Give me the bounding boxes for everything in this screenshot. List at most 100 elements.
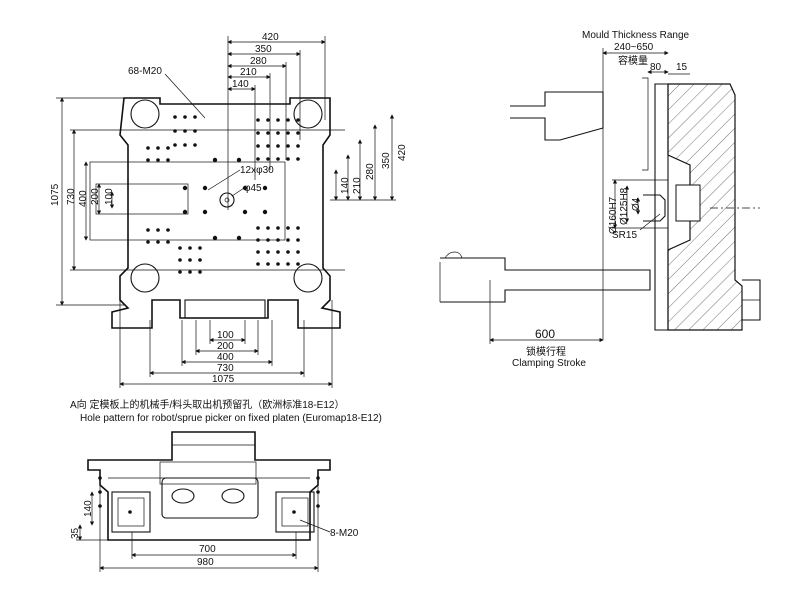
bolt-hole	[182, 185, 188, 191]
bolt-hole	[198, 270, 202, 274]
bolt-hole	[266, 238, 270, 242]
dim-view-a-700: 700	[199, 544, 216, 555]
dim-80: 80	[650, 62, 662, 73]
bolt-hole	[173, 115, 177, 119]
bolt-hole	[173, 129, 177, 133]
moving-platen-rod-top	[510, 91, 604, 141]
dim-view-a-980: 980	[197, 557, 214, 568]
bolt-hole	[256, 144, 260, 148]
dim-left-730: 730	[66, 188, 77, 205]
bolt-hole	[156, 240, 160, 244]
platen-outline	[111, 97, 341, 329]
view-a-pad-left	[111, 491, 151, 533]
view-a-oval-left	[171, 488, 195, 504]
bolt-hole-groups	[146, 115, 300, 274]
bolt-hole	[173, 143, 177, 147]
bottom-slot	[184, 299, 266, 319]
bolt-hole	[266, 157, 270, 161]
bolt-hole	[128, 510, 132, 514]
dim-right-280: 280	[365, 163, 376, 180]
bolt-hole	[296, 238, 300, 242]
side-view-section: Mould Thickness Range 240~650 容模量 80 15 …	[439, 30, 761, 369]
bolt-hole	[156, 158, 160, 162]
bolt-hole	[286, 238, 290, 242]
bolt-hole	[156, 228, 160, 232]
tie-bar-bore-tr	[293, 99, 323, 129]
bolt-hole	[276, 238, 280, 242]
dim-top-280: 280	[250, 56, 267, 67]
dim-top-420: 420	[262, 32, 279, 43]
bolt-hole	[202, 209, 208, 215]
bolt-hole	[146, 158, 150, 162]
dim-right-210: 210	[352, 177, 363, 194]
bolt-hole	[296, 118, 300, 122]
bolt-hole	[286, 226, 290, 230]
dim-top-140: 140	[232, 79, 249, 90]
bolt-hole	[183, 143, 187, 147]
bolt-hole	[178, 246, 182, 250]
bolt-hole	[262, 185, 268, 191]
nozzle-bore	[675, 184, 701, 222]
bolt-hole	[166, 146, 170, 150]
view-a-caption-cn: A向 定模板上的机械手/料头取出机预留孔（欧洲标准18-E12）	[70, 398, 344, 411]
bolt-hole	[202, 185, 208, 191]
clamping-stroke-en: Clamping Stroke	[512, 358, 586, 369]
label-phi45: φ45	[244, 183, 262, 194]
bolt-hole	[262, 209, 268, 215]
dim-left-400: 400	[78, 190, 89, 207]
dim-bottom-730: 730	[217, 363, 234, 374]
bolt-hole	[296, 262, 300, 266]
front-view-platen: 420 350 280 210 140 140 210 280 350	[50, 32, 408, 388]
right-dimensions: 140 210 280 350 420	[330, 114, 408, 201]
bolt-hole	[256, 262, 260, 266]
bolt-hole	[266, 118, 270, 122]
bolt-hole	[156, 146, 160, 150]
bolt-hole	[276, 226, 280, 230]
bolt-hole	[236, 235, 242, 241]
view-a-center-window	[161, 477, 259, 519]
bolt-hole	[193, 115, 197, 119]
clamping-stroke-value: 600	[535, 327, 555, 341]
dim-left-1075: 1075	[50, 183, 61, 206]
bolt-hole	[276, 157, 280, 161]
dim-left-100: 100	[104, 188, 115, 205]
dim-right-140: 140	[340, 177, 351, 194]
view-a-top-slot	[159, 461, 257, 485]
bolt-hole	[166, 240, 170, 244]
dim-right-420: 420	[397, 144, 408, 161]
bolt-hole	[296, 157, 300, 161]
bolt-hole	[236, 157, 242, 163]
bolt-hole	[296, 131, 300, 135]
bolt-hole	[193, 129, 197, 133]
center-hole-marker	[224, 197, 230, 203]
left-dimensions: 1075 730 400 200 100	[50, 97, 124, 306]
top-dimensions: 420 350 280 210 140	[227, 32, 326, 210]
bolt-hole	[178, 270, 182, 274]
dim-view-a-140: 140	[83, 500, 94, 517]
center-ring	[219, 192, 235, 208]
bolt-hole	[316, 476, 320, 480]
bolt-hole	[256, 157, 260, 161]
bolt-hole	[292, 510, 296, 514]
bolt-hole	[198, 258, 202, 262]
bolt-hole	[146, 146, 150, 150]
tie-bar-bore-br	[293, 263, 323, 293]
bolt-hole	[193, 143, 197, 147]
clamping-stroke-cn: 锁模行程	[526, 345, 566, 358]
bolt-hole	[276, 118, 280, 122]
bolt-hole	[286, 144, 290, 148]
fixed-platen	[667, 83, 743, 331]
bolt-hole	[286, 157, 290, 161]
view-a-pad-right	[275, 491, 315, 533]
bolt-hole	[266, 131, 270, 135]
bolt-hole	[166, 228, 170, 232]
mould-thickness-cn: 容模量	[618, 54, 648, 67]
bolt-hole	[183, 115, 187, 119]
tie-bar-bore-tl	[130, 99, 160, 129]
bolt-hole	[296, 226, 300, 230]
bolt-hole	[166, 158, 170, 162]
bolt-hole	[242, 185, 248, 191]
label-12x-phi30: 12xφ30	[240, 165, 274, 176]
view-a-caption-en: Hole pattern for robot/sprue picker on f…	[80, 413, 382, 424]
label-8-m20: 8-M20	[330, 528, 359, 539]
